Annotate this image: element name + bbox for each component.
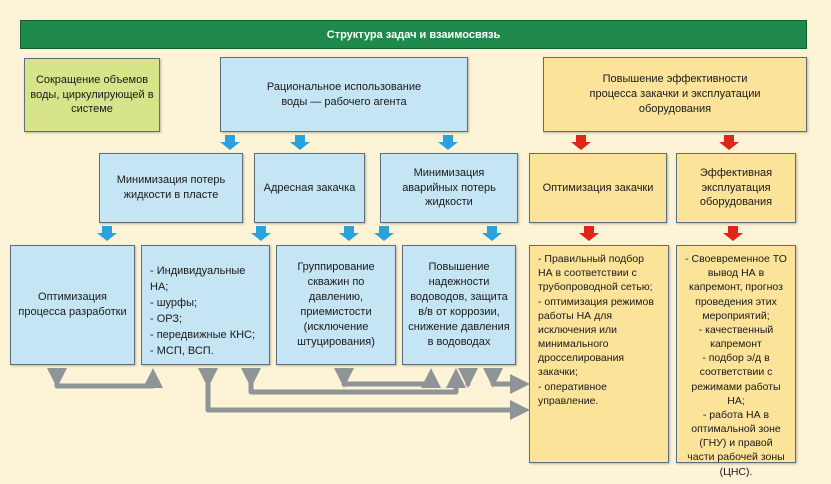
box-addressed-injection: Адресная закачка (254, 153, 365, 223)
arrow-down-icon (438, 135, 458, 150)
connector-line (198, 368, 530, 420)
arrow-down-icon (97, 226, 117, 241)
box-reduce-water: Сокращение объемов воды, циркулирующей в… (24, 58, 160, 132)
arrow-down-icon (251, 226, 271, 241)
box-reduce-water-text: Сокращение объемов воды, циркулирующей в… (30, 73, 154, 116)
arrow-down-icon (579, 226, 599, 241)
box-min-loss-text: Минимизация потерь жидкости в пласте (116, 174, 226, 201)
arrow-down-icon (571, 135, 591, 150)
box-rational-use: Рациональное использование воды — рабоче… (220, 57, 468, 132)
connector-line (483, 368, 530, 394)
box-optimize-development: Оптимизация процесса разработки (10, 245, 135, 365)
blue-arrows (97, 135, 502, 241)
connector-line (47, 368, 163, 389)
arrow-down-icon (719, 135, 739, 150)
box-optimize-injection-text: Оптимизация закачки (542, 181, 654, 194)
box-grouping-text: Группирование скважин по давлению, прием… (297, 261, 375, 348)
box-min-emergency: Минимизация аварийных потерь жидкости (380, 153, 518, 223)
box-grouping: Группирование скважин по давлению, прием… (276, 245, 396, 365)
red-arrows (571, 135, 743, 241)
arrow-down-icon (290, 135, 310, 150)
arrow-down-icon (723, 226, 743, 241)
box-equipment-measures: - Своевременное ТО вывод НА в капремонт,… (676, 245, 796, 478)
arrow-down-icon (482, 226, 502, 241)
arrow-down-icon (374, 226, 394, 241)
box-addressed-injection-text: Адресная закачка (263, 181, 356, 194)
box-efficiency-text: Повышение эффективности процесса закачки… (589, 73, 761, 115)
connector-line (334, 368, 441, 388)
box-pipeline-reliability-text: Повышение надежности водоводов, защита в… (408, 261, 510, 348)
box-efficiency: Повышение эффективности процесса закачки… (543, 57, 807, 132)
box-individual-measures: - Индивидуальные НА; - шурфы; - ОРЗ; - п… (141, 245, 270, 365)
box-min-emergency-text: Минимизация аварийных потерь жидкости (402, 166, 496, 209)
connector-line (241, 368, 466, 395)
box-effective-equipment: Эффективная эксплуатация оборудования (676, 153, 796, 223)
box-injection-measures: - Правильный подбор НА в соответствии с … (529, 245, 669, 463)
box-rational-use-text: Рациональное использование воды — рабоче… (266, 80, 422, 108)
grey-connectors (47, 368, 530, 420)
arrow-down-icon (339, 226, 359, 241)
box-optimize-injection: Оптимизация закачки (529, 153, 667, 223)
arrow-down-icon (220, 135, 240, 150)
diagram-title: Структура задач и взаимосвязь (20, 20, 807, 49)
box-effective-equipment-text: Эффективная эксплуатация оборудования (699, 166, 773, 209)
box-optimize-development-text: Оптимизация процесса разработки (18, 291, 127, 318)
box-pipeline-reliability: Повышение надежности водоводов, защита в… (402, 245, 516, 365)
box-min-loss: Минимизация потерь жидкости в пласте (99, 153, 243, 223)
